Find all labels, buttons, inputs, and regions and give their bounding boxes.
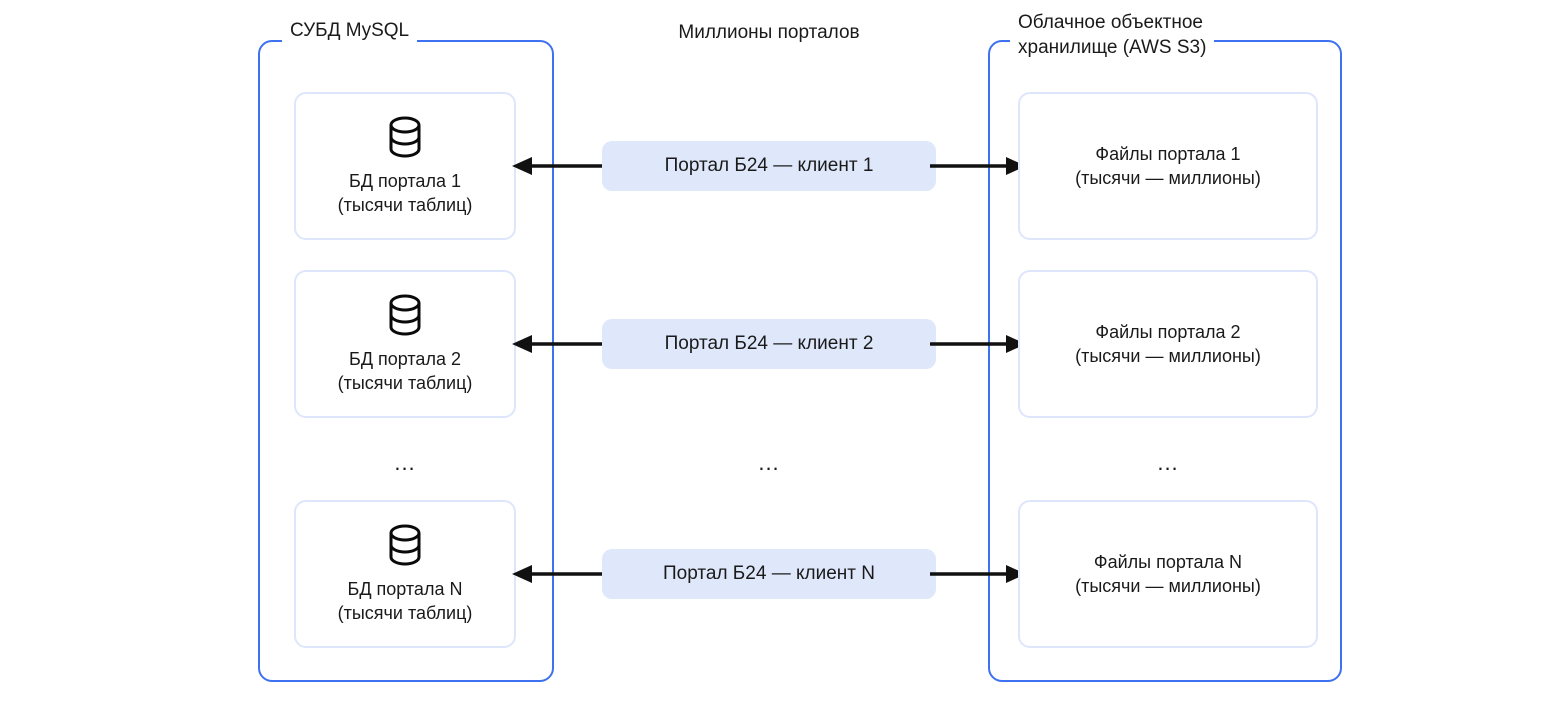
portal-pill-label: Портал Б24 — клиент 2 [664,333,874,354]
db-card-title-2: БД портала 2 (тысячи таблиц) [338,347,473,395]
files-card: Файлы портала N (тысячи — миллионы) [1018,500,1318,648]
files-card-title-3: Файлы портала N (тысячи — миллионы) [1075,550,1261,598]
db-card-title-1: БД портала 1 (тысячи таблиц) [338,169,473,217]
files-card-title-text: Файлы портала 1 [1095,144,1241,164]
group-s3-label: Облачное объектное хранилище (AWS S3) [1010,10,1215,60]
ellipsis-center: ... [758,450,780,475]
arrow-right-icon [930,562,1026,586]
files-card: Файлы портала 2 (тысячи — миллионы) [1018,270,1318,418]
db-card-subtitle-text: (тысячи таблиц) [337,195,473,215]
portal-pill[interactable]: Портал Б24 — клиент 2 [602,319,936,369]
portal-pill-label: Портал Б24 — клиент N [663,563,875,584]
arrow-left-icon [512,562,608,586]
arrow-left-icon [512,154,608,178]
files-card-title-text: Файлы портала N [1093,552,1243,572]
files-card-title-2: Файлы портала 2 (тысячи — миллионы) [1075,320,1261,368]
arrow-right-icon [930,332,1026,356]
arrow-left-icon [512,332,608,356]
db-card-title-text: БД портала 1 [349,171,461,191]
files-card-subtitle-text: (тысячи — миллионы) [1075,168,1261,188]
db-card: БД портала 2 (тысячи таблиц) [294,270,516,418]
db-card-subtitle-text: (тысячи таблиц) [337,603,473,623]
files-card-subtitle-text: (тысячи — миллионы) [1075,576,1261,596]
database-icon [384,523,426,569]
ellipsis-left: ... [394,450,416,475]
center-title: Миллионы порталов [678,22,860,43]
db-card: БД портала N (тысячи таблиц) [294,500,516,648]
database-icon [384,293,426,339]
files-card: Файлы портала 1 (тысячи — миллионы) [1018,92,1318,240]
db-card-title-3: БД портала N (тысячи таблиц) [338,577,473,625]
db-card: БД портала 1 (тысячи таблиц) [294,92,516,240]
db-card-subtitle-text: (тысячи таблиц) [337,373,473,393]
portal-pill[interactable]: Портал Б24 — клиент 1 [602,141,936,191]
portal-pill[interactable]: Портал Б24 — клиент N [602,549,936,599]
db-card-title-text: БД портала N [347,579,463,599]
group-mysql-label: СУБД MySQL [282,18,418,43]
portal-pill-label: Портал Б24 — клиент 1 [664,155,874,176]
arrow-right-icon [930,154,1026,178]
files-card-subtitle-text: (тысячи — миллионы) [1075,346,1261,366]
ellipsis-right: ... [1157,450,1179,475]
database-icon [384,115,426,161]
db-card-title-text: БД портала 2 [349,349,461,369]
files-card-title-1: Файлы портала 1 (тысячи — миллионы) [1075,142,1261,190]
files-card-title-text: Файлы портала 2 [1095,322,1241,342]
